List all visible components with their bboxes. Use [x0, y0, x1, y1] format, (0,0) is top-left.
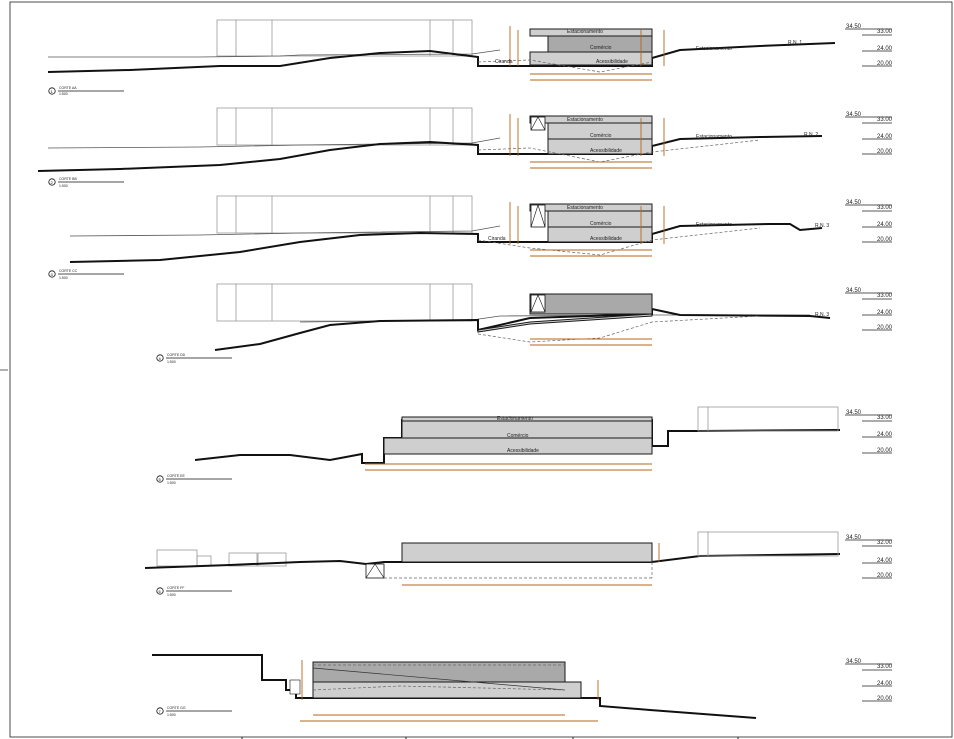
- level-1: 33.00: [877, 29, 893, 35]
- label-rn: R.N. 3: [815, 312, 829, 318]
- section-scale: 1:500: [59, 184, 68, 188]
- label-rn: R.N. 2: [804, 132, 818, 138]
- label-comercio: Comércio: [590, 133, 612, 139]
- terrain-profile: [37, 135, 823, 172]
- section-caption: CORTE DD: [167, 353, 186, 357]
- label-comercio: Comércio: [590, 45, 612, 51]
- level-top: 34.50: [846, 24, 862, 30]
- level-2: 24.00: [877, 46, 893, 52]
- label-ciranda: Ciranda: [488, 236, 506, 242]
- level-top: 34.50: [846, 288, 862, 294]
- section-caption: CORTE AA: [59, 86, 77, 90]
- level-1: 33.00: [877, 415, 893, 421]
- level-top: 34.50: [846, 659, 862, 665]
- section-dd: R.N. 3 34.50 33.00 24.00 20.00 4 CORTE D…: [156, 283, 893, 364]
- section-scale: 1:500: [167, 481, 176, 485]
- section-bb: Estacionamento Comércio Acessibilidade E…: [37, 107, 893, 188]
- label-acessibilidade: Acessibilidade: [507, 448, 539, 454]
- section-scale: 1:500: [59, 92, 68, 96]
- label-estacionamento: Estacionamento: [567, 117, 603, 123]
- section-number: 3: [51, 272, 54, 277]
- label-estacionamento-ext: Estacionamento: [696, 222, 732, 228]
- label-rn: R.N. 3: [815, 223, 829, 229]
- level-top: 34.50: [846, 535, 862, 541]
- level-top: 34.50: [846, 112, 862, 118]
- section-scale: 1:500: [167, 713, 176, 717]
- level-2: 24.00: [877, 134, 893, 140]
- section-gg: 34.50 33.00 24.00 20.00 7 CORTE GG 1:500: [152, 654, 893, 722]
- terrain-profile: [47, 42, 836, 73]
- section-number: 4: [159, 356, 162, 361]
- level-2: 24.00: [877, 310, 893, 316]
- label-acessibilidade: Acessibilidade: [596, 59, 628, 65]
- terrain-profile: [69, 223, 823, 263]
- label-estacionamento: Estacionamento: [497, 416, 533, 422]
- section-number: 1: [51, 89, 54, 94]
- level-2: 24.00: [877, 432, 893, 438]
- section-number: 6: [159, 589, 162, 594]
- section-caption: CORTE FF: [167, 586, 184, 590]
- label-estacionamento-ext: Estacionamento: [696, 134, 732, 140]
- section-cc: Estacionamento Comércio Acessibilidade C…: [48, 195, 893, 280]
- level-3: 20.00: [877, 61, 893, 67]
- section-caption: CORTE EE: [167, 474, 185, 478]
- section-caption: CORTE BB: [59, 177, 77, 181]
- level-top: 34.50: [846, 200, 862, 206]
- section-ff: 34.50 32.00 24.00 20.00 6 CORTE FF 1:500: [144, 531, 893, 597]
- section-number: 7: [159, 709, 162, 714]
- level-2: 24.00: [877, 558, 893, 564]
- section-scale: 1:500: [167, 593, 176, 597]
- level-3: 20.00: [877, 448, 893, 454]
- section-caption: CORTE CC: [59, 269, 78, 273]
- section-aa: Estacionamento Comércio Acessibilidade C…: [47, 19, 893, 96]
- level-1: 33.00: [877, 293, 893, 299]
- level-1: 33.00: [877, 117, 893, 123]
- level-3: 20.00: [877, 237, 893, 243]
- level-3: 20.00: [877, 573, 893, 579]
- section-scale: 1:500: [59, 276, 68, 280]
- label-comercio: Comércio: [590, 221, 612, 227]
- level-2: 24.00: [877, 222, 893, 228]
- section-ee: Estacionamento Comércio Acessibilidade 3…: [156, 406, 893, 485]
- section-number: 2: [51, 180, 54, 185]
- level-3: 20.00: [877, 149, 893, 155]
- label-estacionamento-ext: Estacionamento: [696, 46, 732, 52]
- level-1: 33.00: [877, 664, 893, 670]
- terrain-profile: [214, 307, 831, 351]
- level-1: 33.00: [877, 205, 893, 211]
- terrain-profile: [144, 553, 841, 569]
- label-ciranda: Ciranda: [495, 59, 513, 65]
- section-caption: CORTE GG: [167, 706, 186, 710]
- section-number: 5: [159, 477, 162, 482]
- label-comercio: Comércio: [507, 433, 529, 439]
- level-3: 20.00: [877, 325, 893, 331]
- level-2: 24.00: [877, 681, 893, 687]
- label-rn: R.N. 1: [788, 40, 802, 46]
- level-1: 32.00: [877, 540, 893, 546]
- label-estacionamento: Estacionamento: [567, 29, 603, 35]
- label-acessibilidade: Acessibilidade: [590, 236, 622, 242]
- section-number-circle: [48, 87, 56, 95]
- lower-volume: [529, 51, 653, 66]
- label-estacionamento: Estacionamento: [567, 205, 603, 211]
- section-scale: 1:500: [167, 360, 176, 364]
- level-3: 20.00: [877, 696, 893, 702]
- label-acessibilidade: Acessibilidade: [590, 148, 622, 154]
- level-top: 34.50: [846, 410, 862, 416]
- sheet-border: [9, 1, 953, 738]
